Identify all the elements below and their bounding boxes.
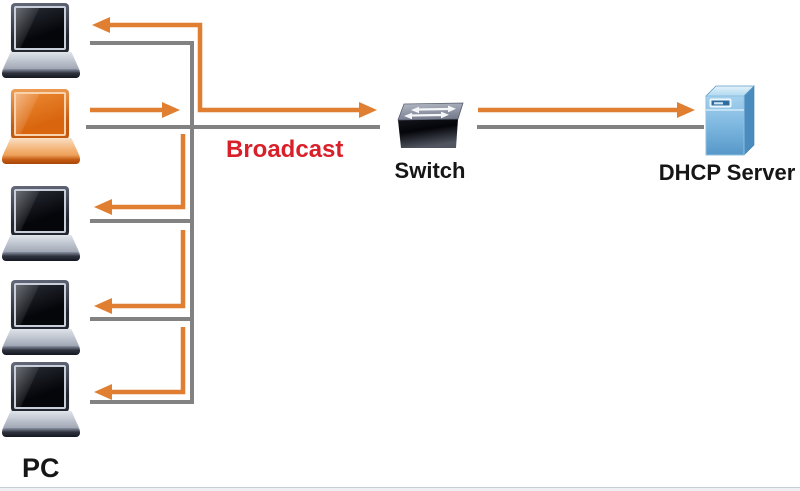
arrow-to-switch-icon <box>359 102 377 118</box>
switch-label: Switch <box>394 158 466 183</box>
laptop-icon <box>11 362 69 412</box>
dhcp-server-node <box>701 83 755 157</box>
laptop-icon <box>11 186 69 236</box>
arrow-to-server-icon <box>677 102 695 118</box>
dhcp-server-label: DHCP Server <box>658 160 796 185</box>
arrow-to-pc3-icon <box>94 199 112 215</box>
pc-node-4 <box>2 280 80 355</box>
broadcast-paths <box>90 22 677 395</box>
laptop-icon <box>11 280 69 330</box>
broadcast-arrowheads <box>92 17 695 400</box>
bottom-edge-divider <box>0 487 800 491</box>
arrow-to-pc5-icon <box>94 384 112 400</box>
network-switch-icon <box>397 102 464 148</box>
laptop-icon <box>11 89 69 139</box>
arrow-to-pc1-icon <box>92 17 110 33</box>
laptop-icon <box>11 3 69 53</box>
cable-lines <box>86 41 704 404</box>
arrow-to-pc4-icon <box>94 298 112 314</box>
pc-node-5 <box>2 362 80 437</box>
switch-node <box>394 101 466 149</box>
arrow-from-client-icon <box>162 102 180 118</box>
broadcast-label: Broadcast <box>226 136 344 163</box>
pc-node-3 <box>2 186 80 261</box>
pc-node-2-dhcp-client <box>2 89 80 164</box>
switch-arrows-glyph <box>404 105 456 120</box>
server-tower-icon <box>705 85 755 156</box>
pc-node-1 <box>2 3 80 78</box>
pc-label: PC <box>22 453 60 483</box>
